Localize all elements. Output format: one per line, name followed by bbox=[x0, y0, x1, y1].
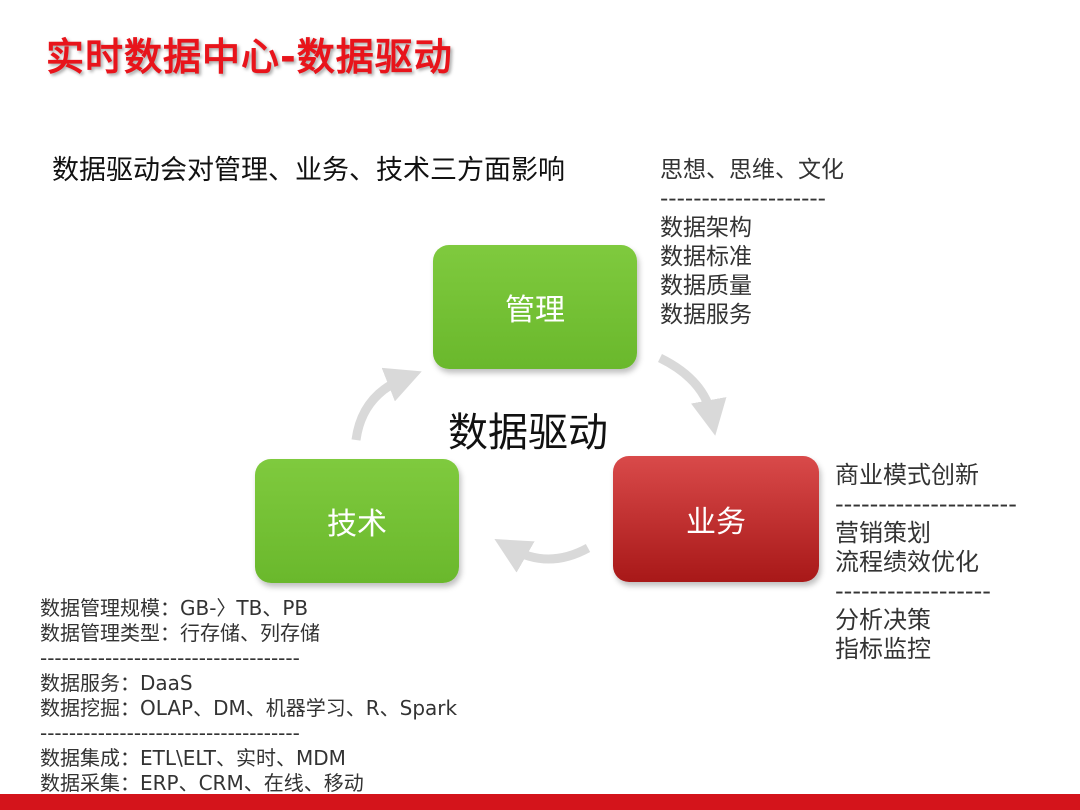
arrow-business-to-technology bbox=[494, 538, 591, 573]
note-line: 商业模式创新 bbox=[835, 461, 979, 489]
note-separator: --------------------- bbox=[835, 490, 1017, 518]
note-line: 数据质量 bbox=[660, 273, 752, 299]
business-notes: 商业模式创新 --------------------- 营销策划 流程绩效优化… bbox=[835, 461, 1017, 664]
note-line: 数据标准 bbox=[660, 244, 752, 270]
note-line: 数据管理类型：行存储、列存储 bbox=[40, 621, 320, 645]
note-line: 指标监控 bbox=[835, 635, 931, 663]
arrow-management-to-business bbox=[657, 353, 727, 436]
note-separator: ------------------ bbox=[835, 577, 991, 605]
note-separator: ------------------------------------ bbox=[40, 646, 300, 670]
page-title: 实时数据中心-数据驱动 bbox=[46, 35, 453, 79]
note-separator: -------------------- bbox=[660, 186, 826, 212]
note-line: 数据服务：DaaS bbox=[40, 671, 193, 695]
technology-box: 技术 bbox=[255, 459, 459, 583]
bottom-bar bbox=[0, 794, 1080, 810]
management-box: 管理 bbox=[433, 245, 637, 369]
note-line: 数据集成：ETL\ELT、实时、MDM bbox=[40, 746, 346, 770]
management-notes: 思想、思维、文化 -------------------- 数据架构 数据标准 … bbox=[660, 156, 844, 330]
note-line: 数据架构 bbox=[660, 215, 752, 241]
note-line: 分析决策 bbox=[835, 606, 931, 634]
arrow-technology-to-management bbox=[351, 367, 422, 441]
note-line: 数据服务 bbox=[660, 302, 752, 328]
note-line: 数据采集：ERP、CRM、在线、移动 bbox=[40, 771, 364, 795]
technology-notes: 数据管理规模：GB-〉TB、PB 数据管理类型：行存储、列存储 --------… bbox=[40, 596, 457, 796]
note-line: 数据管理规模：GB-〉TB、PB bbox=[40, 596, 309, 620]
note-line: 营销策划 bbox=[835, 519, 931, 547]
note-line: 流程绩效优化 bbox=[835, 548, 979, 576]
center-label: 数据驱动 bbox=[448, 410, 608, 456]
business-box: 业务 bbox=[613, 456, 819, 582]
note-line: 数据挖掘：OLAP、DM、机器学习、R、Spark bbox=[40, 696, 458, 720]
note-separator: ------------------------------------ bbox=[40, 721, 300, 745]
note-line: 思想、思维、文化 bbox=[660, 157, 844, 183]
subtitle: 数据驱动会对管理、业务、技术三方面影响 bbox=[52, 155, 565, 186]
